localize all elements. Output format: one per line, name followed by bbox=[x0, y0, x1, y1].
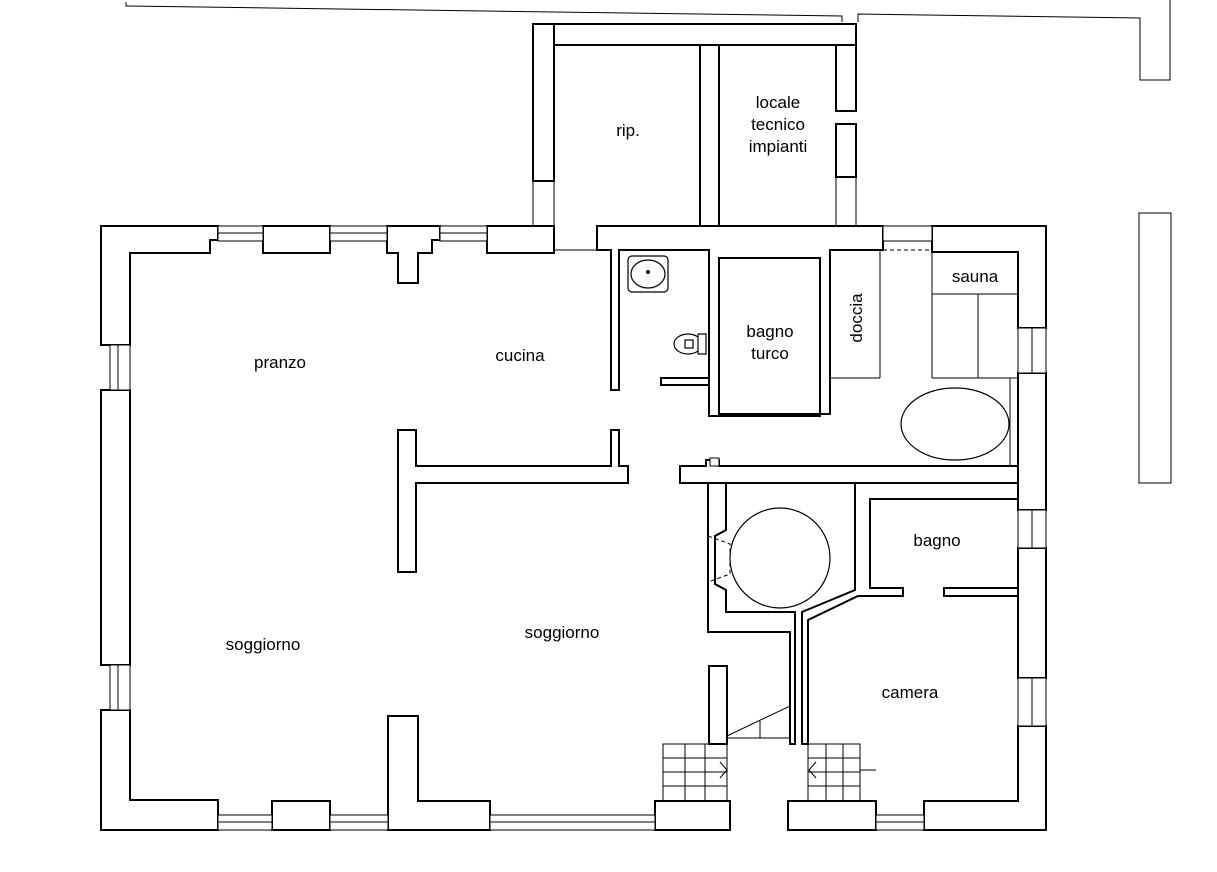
south-wall bbox=[217, 715, 1047, 831]
room-label-camera: camera bbox=[882, 683, 939, 702]
west-wall bbox=[100, 344, 219, 831]
room-label-soggiorno-left: soggiorno bbox=[226, 635, 301, 654]
room-label-locale-3: impianti bbox=[749, 137, 808, 156]
interior-walls bbox=[397, 250, 1019, 745]
north-wall bbox=[100, 225, 1047, 417]
toilet-icon bbox=[673, 333, 707, 355]
east-wall bbox=[1017, 327, 1047, 727]
property-boundary-line bbox=[125, 2, 843, 22]
room-label-bagno: bagno bbox=[913, 531, 960, 550]
room-label-pranzo: pranzo bbox=[254, 353, 306, 372]
room-label-locale-1: locale bbox=[756, 93, 800, 112]
neighbour-building-outline bbox=[857, 0, 1171, 81]
room-label-bagno-turco-1: bagno bbox=[746, 322, 793, 341]
room-label-bagno-turco-2: turco bbox=[751, 344, 789, 363]
room-label-soggiorno-center: soggiorno bbox=[525, 623, 600, 642]
room-label-rip: rip. bbox=[616, 121, 640, 140]
external-element bbox=[1138, 212, 1172, 484]
washbasin-icon bbox=[627, 255, 669, 293]
oval-tub-icon bbox=[900, 387, 1010, 461]
room-label-doccia: doccia bbox=[847, 293, 866, 343]
entrance-steps bbox=[662, 705, 876, 802]
north-annex bbox=[532, 23, 857, 227]
room-label-cucina: cucina bbox=[495, 346, 545, 365]
room-label-locale-2: tecnico bbox=[751, 115, 805, 134]
round-stair-icon bbox=[707, 507, 831, 609]
room-label-sauna: sauna bbox=[952, 267, 999, 286]
room-labels: rip. locale tecnico impianti sauna docci… bbox=[226, 93, 999, 702]
column bbox=[709, 457, 720, 467]
